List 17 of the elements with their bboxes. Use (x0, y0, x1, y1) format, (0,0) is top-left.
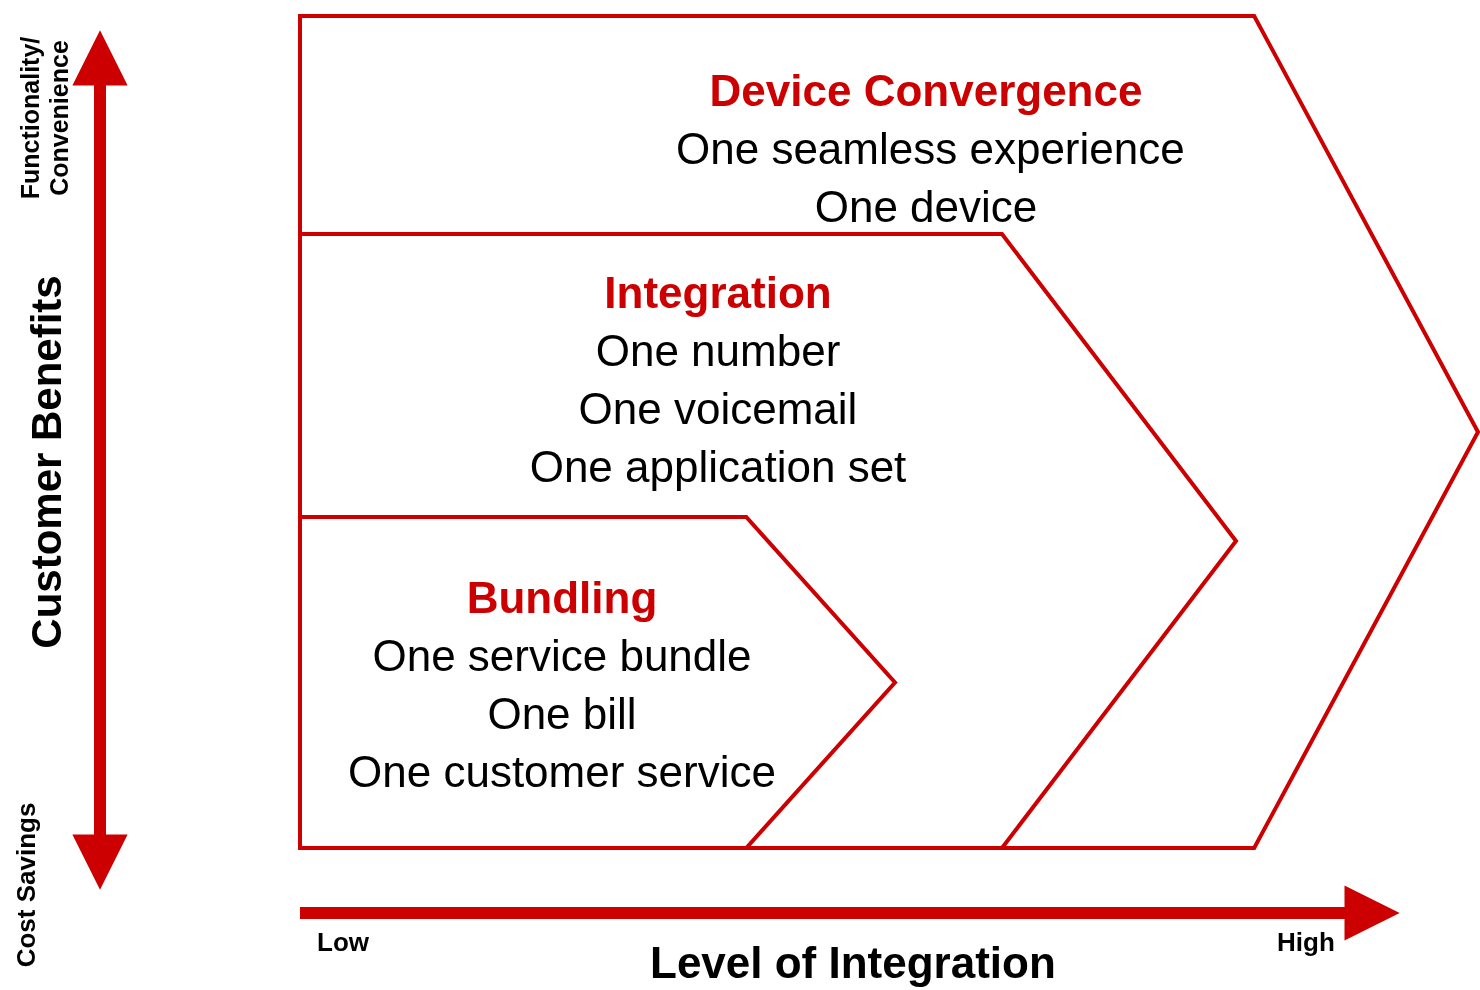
text-line: One customer service (348, 746, 776, 798)
text-line: One device (814, 181, 1038, 233)
axis-title: Customer Benefits (22, 275, 71, 649)
axis-title: Level of Integration (650, 938, 1056, 989)
text-line: One number (595, 325, 841, 377)
text-line: One seamless experience (676, 123, 1185, 175)
heading: Device Convergence (709, 65, 1143, 117)
axis-label: Functionality/ Convenience (16, 35, 74, 202)
axis-label: Cost Savings (12, 802, 42, 968)
text-line: One bill (487, 688, 637, 740)
text-line: One voicemail (578, 383, 858, 435)
heading: Bundling (466, 572, 658, 624)
heading: Integration (604, 267, 832, 319)
text-line: One service bundle (372, 630, 752, 682)
axis-label: High (1277, 928, 1335, 958)
text-line: One application set (529, 441, 907, 493)
axis-label: Low (317, 928, 369, 958)
